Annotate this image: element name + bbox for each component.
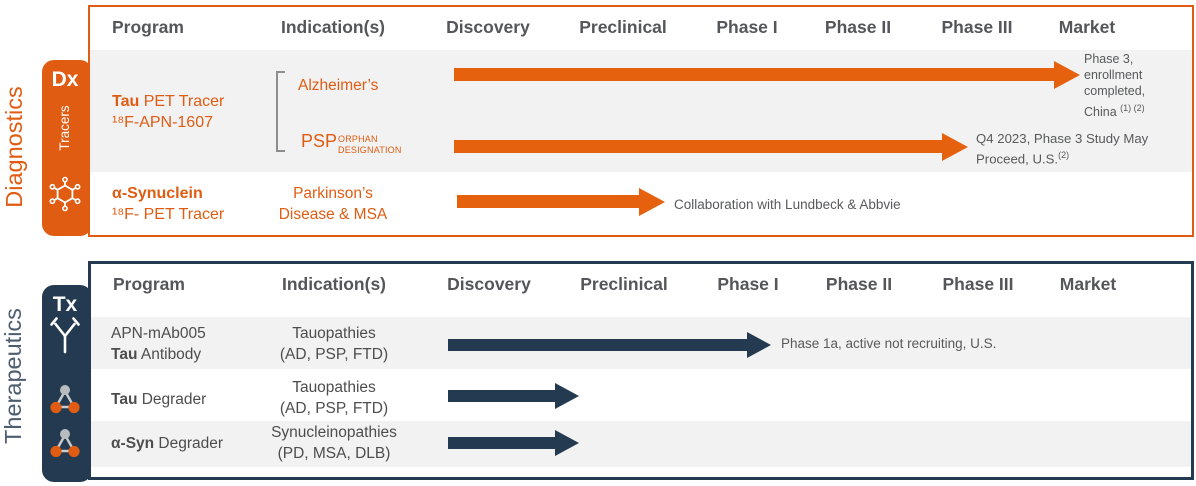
note-tau-alzheimers-status: Phase 3, enrollment completed, China (1)… [1084,51,1176,120]
progress-arrow-asyn [457,187,665,216]
note-asyn-collaboration: Collaboration with Lundbeck & Abbvie [674,197,901,212]
dx-header-discovery: Discovery [446,17,530,37]
tx-header-market: Market [1059,274,1117,294]
diagnostics-pipeline-box: Program Indication(s) Discovery Preclini… [88,5,1194,237]
dx-header-phase2: Phase II [824,17,892,37]
degrader-molecule-icon [50,385,80,414]
dx-header-preclinical: Preclinical [579,17,667,37]
indication-line2: Disease & MSA [278,206,388,223]
indication-psp: PSP [301,131,338,151]
program-tau-code: ¹⁸F-APN-1607 [112,114,213,131]
progress-arrow-mab005 [448,332,771,358]
indication-alzheimers: Alzheimer’s [298,77,379,94]
tx-header-preclinical: Preclinical [580,274,668,294]
program-tau-bold: Tau [112,93,140,110]
indication-parkinsons-msa: Parkinson’s Disease & MSA [279,183,388,225]
program-asyn-bold: α-Synuclein [112,185,203,202]
tx-header-phase3: Phase III [942,274,1014,294]
indication-line2: (AD, PSP, FTD) [279,346,389,363]
program-asyn-degrader: α-Syn Degrader [111,433,223,454]
tx-tab-code: Tx [52,293,78,316]
degrader-molecule-icon [50,429,80,458]
note-text: Phase 3, enrollment completed, China [1084,52,1146,119]
program-asyn-degrader-rest: Degrader [154,435,224,452]
dx-header-indications: Indication(s) [280,17,386,37]
program-mab-code: APN-mAb005 [111,325,206,342]
program-tau-rest: PET Tracer [139,93,225,110]
program-mab-rest: Antibody [137,346,202,363]
tx-row-asyn-background [91,421,1191,467]
arrow-head-icon [942,132,968,161]
dx-header-market: Market [1058,17,1116,37]
dx-header-program: Program [112,17,184,37]
note-footnote-sup: (1) (2) [1120,102,1145,113]
diagnostics-tab: Dx Tracers [42,60,92,236]
note-footnote-sup: (2) [1058,150,1070,160]
dx-tab-sublabel: Tracers [57,105,72,151]
program-asyn-degrader-bold: α-Syn [111,435,155,452]
progress-arrow-tau-alzheimers [454,60,1080,89]
program-asyn-pet-tracer: α-Synuclein ¹⁸F- PET Tracer [112,183,224,225]
program-tau-degrader: Tau Degrader [111,389,206,410]
tx-header-phase2: Phase II [825,274,893,294]
orphan-tag-line2: DESIGNATION [338,145,402,155]
arrow-head-icon [1054,60,1080,89]
arrow-head-icon [555,383,579,409]
program-tau-degrader-bold: Tau [111,391,138,408]
program-tau-pet-tracer: Tau PET Tracer ¹⁸F-APN-1607 [112,91,224,133]
indication-line1: Tauopathies [292,325,376,342]
dx-tab-code: Dx [51,68,79,91]
progress-arrow-tau-degrader [448,383,579,409]
tx-header-indications: Indication(s) [281,274,387,294]
therapeutics-section-label: Therapeutics [0,308,26,444]
tx-header-phase1: Phase I [717,274,779,294]
program-tau-degrader-rest: Degrader [137,391,207,408]
tx-header-program: Program [113,274,185,294]
molecule-ring-icon [49,176,81,212]
program-mab-bold: Tau [111,346,138,363]
program-apn-mab005: APN-mAb005 Tau Antibody [111,323,206,365]
indication-line1: Synucleinopathies [271,424,397,441]
indication-line2: (PD, MSA, DLB) [277,445,391,462]
indication-line1: Parkinson’s [293,185,373,202]
dx-header-phase3: Phase III [941,17,1013,37]
indication-synucleinopathies: Synucleinopathies (PD, MSA, DLB) [271,422,397,464]
indication-line1: Tauopathies [292,379,376,396]
note-text: Q4 2023, Phase 3 Study May Proceed, U.S. [976,131,1149,167]
therapeutics-tab: Tx [42,285,92,482]
antibody-icon [50,317,80,354]
indication-line2: (AD, PSP, FTD) [279,400,389,417]
progress-arrow-tau-psp [454,132,968,161]
arrow-head-icon [639,187,665,216]
diagnostics-section-label: Diagnostics [1,86,27,208]
dx-header-phase1: Phase I [716,17,778,37]
indication-bracket [276,71,285,152]
indication-tauopathies-degrader: Tauopathies (AD, PSP, FTD) [280,377,388,419]
note-mab005-status: Phase 1a, active not recruiting, U.S. [781,336,997,351]
orphan-designation-tag: ORPHAN DESIGNATION [338,134,402,156]
arrow-head-icon [747,332,771,358]
note-tau-psp-status: Q4 2023, Phase 3 Study May Proceed, U.S.… [976,130,1181,167]
tx-header-discovery: Discovery [447,274,531,294]
indication-tauopathies-mab: Tauopathies (AD, PSP, FTD) [280,323,388,365]
program-asyn-code: ¹⁸F- PET Tracer [112,206,225,223]
therapeutics-pipeline-box: Program Indication(s) Discovery Preclini… [88,261,1194,480]
arrow-head-icon [555,430,579,456]
orphan-tag-line1: ORPHAN [338,134,378,144]
progress-arrow-asyn-degrader [448,430,579,456]
